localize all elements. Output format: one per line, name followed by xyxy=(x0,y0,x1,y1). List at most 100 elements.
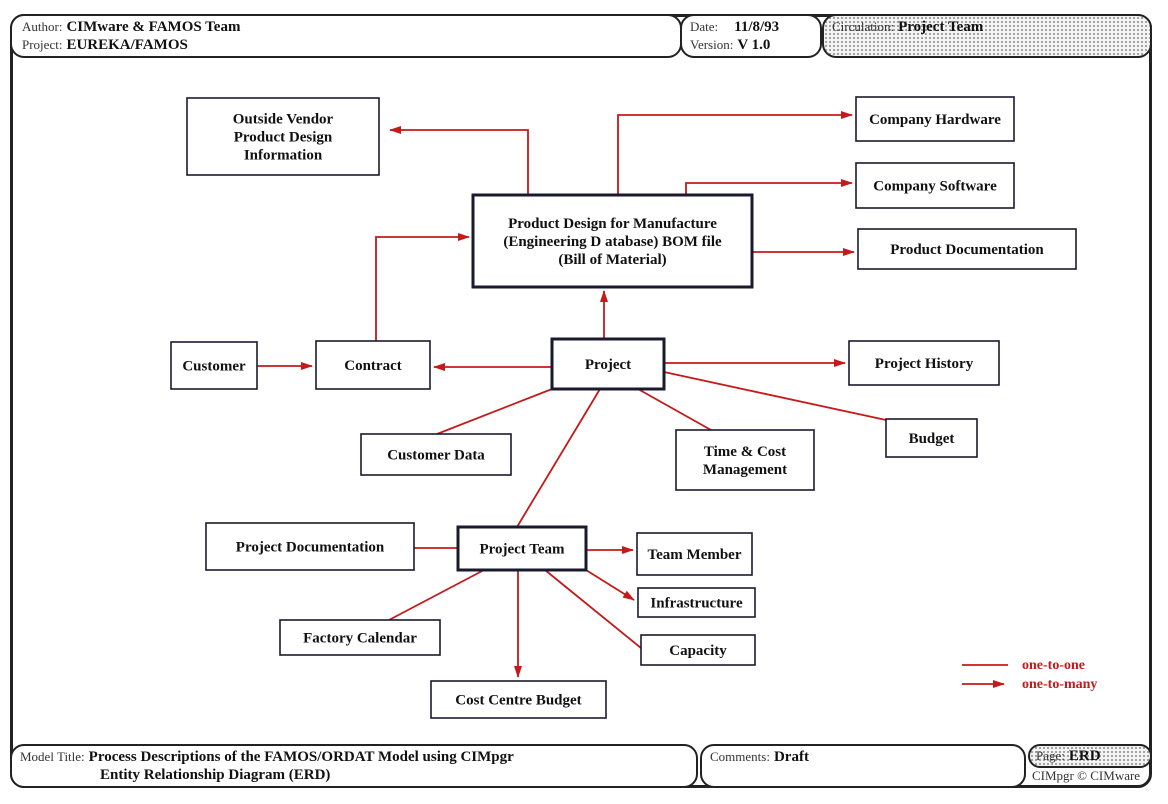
entity-box[interactable] xyxy=(170,341,258,390)
entity-label: Cost Centre Budget xyxy=(455,693,581,709)
entity-label: Project History xyxy=(875,356,974,372)
entity-box[interactable] xyxy=(205,522,415,571)
entity-project-history[interactable]: Project History xyxy=(848,340,1000,386)
entity-box[interactable] xyxy=(186,97,380,176)
comments-block: Comments: Draft xyxy=(700,744,1026,788)
entity-cost-centre-budget[interactable]: Cost Centre Budget xyxy=(430,680,607,719)
project-label: Project: xyxy=(22,37,63,52)
relationship-project-to-project-team xyxy=(516,388,601,528)
model-title-label: Model Title: xyxy=(20,749,85,764)
model-title-line2: Entity Relationship Diagram (ERD) xyxy=(100,767,331,783)
circulation-label: Circulation: xyxy=(832,19,895,34)
author-value: CIMware & FAMOS Team xyxy=(66,19,241,35)
version-value: V 1.0 xyxy=(737,37,771,53)
entity-team-member[interactable]: Team Member xyxy=(636,532,753,576)
date-label: Date: xyxy=(690,19,719,34)
entity-box[interactable] xyxy=(430,680,607,719)
circulation-block: Circulation: Project Team xyxy=(822,14,1152,58)
entity-product-documentation[interactable]: Product Documentation xyxy=(857,228,1077,270)
entity-infrastructure[interactable]: Infrastructure xyxy=(637,587,756,618)
entity-label: Product Documentation xyxy=(890,242,1044,258)
entity-label: Management xyxy=(703,462,787,478)
model-title-line1: Process Descriptions of the FAMOS/ORDAT … xyxy=(88,749,514,765)
entity-box[interactable] xyxy=(279,619,441,656)
entity-label: Customer Data xyxy=(387,448,485,464)
comments-value: Draft xyxy=(773,749,809,765)
legend-one-to-one-label: one-to-one xyxy=(1022,658,1085,673)
entity-contract[interactable]: Contract xyxy=(315,340,431,390)
entity-label: (Bill of Material) xyxy=(558,252,666,268)
entity-box[interactable] xyxy=(456,525,588,572)
version-label: Version: xyxy=(690,37,734,52)
entity-label: Project xyxy=(585,357,631,373)
entity-label: Customer xyxy=(182,359,246,375)
entity-budget[interactable]: Budget xyxy=(885,418,978,458)
entity-project[interactable]: Project xyxy=(550,337,666,391)
relationship-contract-to-pdm xyxy=(375,233,470,341)
entity-label: Project Team xyxy=(479,542,565,558)
entity-company-hardware[interactable]: Company Hardware xyxy=(855,96,1015,142)
page-value: ERD xyxy=(1068,748,1101,764)
entity-project-documentation[interactable]: Project Documentation xyxy=(205,522,415,571)
entity-label: Product Design xyxy=(234,130,333,146)
entity-label: Product Design for Manufacture xyxy=(508,216,717,232)
entity-company-software[interactable]: Company Software xyxy=(855,162,1015,209)
entity-label: Capacity xyxy=(669,643,727,659)
entity-label: Outside Vendor xyxy=(233,112,334,128)
entity-box[interactable] xyxy=(471,193,754,289)
legend-one-to-many-label: one-to-many xyxy=(1022,677,1097,692)
entity-factory-calendar[interactable]: Factory Calendar xyxy=(279,619,441,656)
relationship-project-team-to-infrastructure xyxy=(585,569,635,601)
entity-label: Information xyxy=(244,148,323,164)
entity-box[interactable] xyxy=(857,228,1077,270)
relationship-pdm-to-outside-vendor xyxy=(389,126,529,195)
entity-capacity[interactable]: Capacity xyxy=(640,634,756,666)
entity-box[interactable] xyxy=(550,337,666,391)
comments-label: Comments: xyxy=(710,749,770,764)
author-project-block: Author: CIMware & FAMOS Team Project: EU… xyxy=(10,14,682,58)
entity-box[interactable] xyxy=(848,340,1000,386)
entity-customer[interactable]: Customer xyxy=(170,341,258,390)
entity-label: Company Hardware xyxy=(869,112,1001,128)
entity-box[interactable] xyxy=(855,96,1015,142)
date-version-block: Date: 11/8/93 Version: V 1.0 xyxy=(680,14,822,58)
entity-project-team[interactable]: Project Team xyxy=(456,525,588,572)
entity-box[interactable] xyxy=(640,634,756,666)
page-block: Page: ERD xyxy=(1028,744,1152,768)
entity-box[interactable] xyxy=(360,433,512,476)
entity-box[interactable] xyxy=(855,162,1015,209)
relationship-pdm-to-company-software xyxy=(685,179,853,195)
legend: one-to-one one-to-many xyxy=(962,658,1097,692)
relationship-project-team-to-capacity xyxy=(544,569,642,649)
entity-pdm[interactable]: Product Design for Manufacture (Engineeri… xyxy=(471,193,754,289)
entity-label: Contract xyxy=(344,358,401,374)
author-label: Author: xyxy=(22,19,63,34)
entity-label: Project Documentation xyxy=(236,540,385,556)
relationship-project-to-time-cost xyxy=(637,388,712,431)
entity-box[interactable] xyxy=(315,340,431,390)
entity-label: Company Software xyxy=(873,179,997,195)
relationship-project-to-customer-data xyxy=(436,388,553,435)
page-label: Page: xyxy=(1036,748,1065,763)
entity-label: Factory Calendar xyxy=(303,631,417,647)
circulation-value: Project Team xyxy=(898,19,984,35)
entity-customer-data[interactable]: Customer Data xyxy=(360,433,512,476)
entity-label: (Engineering D atabase) BOM file xyxy=(503,234,722,250)
relationship-pdm-to-company-hardware xyxy=(617,111,853,195)
copyright: CIMpgr © CIMware xyxy=(1032,768,1141,783)
model-title-block: Model Title: Process Descriptions of the… xyxy=(10,744,698,788)
entity-box[interactable] xyxy=(637,587,756,618)
relationship-project-team-to-factory-calendar xyxy=(388,569,485,621)
entity-box[interactable] xyxy=(885,418,978,458)
entity-label: Time & Cost xyxy=(704,444,786,460)
relationship-project-to-budget xyxy=(663,371,887,421)
entity-box[interactable] xyxy=(636,532,753,576)
date-value: 11/8/93 xyxy=(734,19,780,35)
entity-box[interactable] xyxy=(675,429,815,491)
entity-label: Budget xyxy=(909,431,955,447)
entity-label: Infrastructure xyxy=(650,596,743,612)
project-value: EUREKA/FAMOS xyxy=(66,37,188,53)
